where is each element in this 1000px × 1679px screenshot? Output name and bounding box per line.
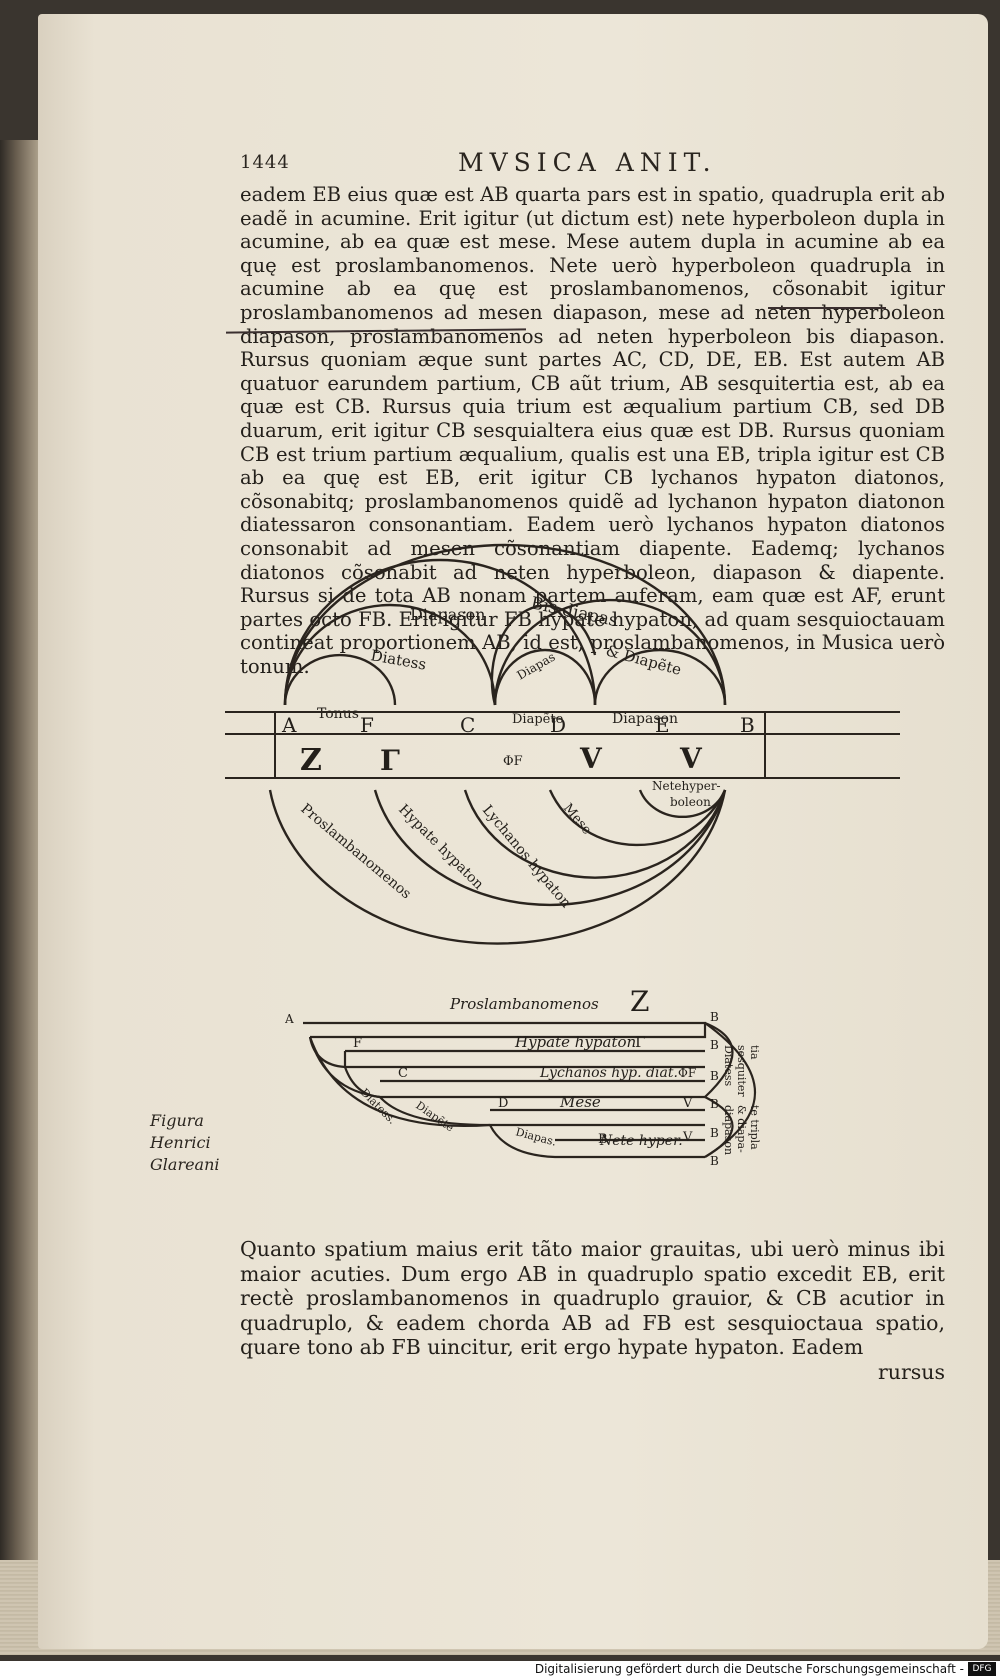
fig2-letter-A: A (285, 1012, 294, 1026)
letter-D: D (550, 713, 566, 737)
page-header: 1444 MVSICA ANIT. (240, 148, 940, 178)
note-gamma: Γ (380, 744, 400, 777)
arc-label-diapente-small: Diapẽte (512, 712, 564, 727)
fig2-letter-D: D (498, 1096, 508, 1111)
arc-label-diapason-small: Diapason (612, 711, 678, 727)
paragraph-2-text: Quanto spatium maius erit tãto maior gra… (240, 1237, 945, 1359)
letter-E: E (655, 713, 670, 737)
arc-diapente-upper (493, 598, 727, 706)
arc-nete (638, 789, 727, 819)
strip-note-gamma: Γ (635, 1033, 645, 1051)
strip-note-phiF: ΦF (678, 1066, 696, 1080)
label-lychanos-hypaton: Lychanos hypaton (479, 802, 574, 911)
letter-B: B (740, 713, 755, 737)
letter-A: A (281, 713, 297, 737)
marginal-note: Figura Henrici Glareani (150, 1111, 220, 1174)
arc-diapas-inner (490, 604, 597, 706)
letter-C: C (460, 713, 475, 737)
book-page (38, 14, 988, 1649)
arc-hypate (373, 789, 727, 907)
arc-label-diapas: Diapas (515, 650, 558, 683)
fig2-letter-F: F (353, 1036, 362, 1051)
label-boleon: boleon (670, 795, 711, 809)
strip-c-side (343, 1066, 381, 1099)
chord-lines (225, 711, 900, 779)
strip-note-v1: V (682, 1096, 693, 1111)
fig2-arc-diapente: Diapẽte (413, 1099, 456, 1135)
running-title: MVSICA ANIT. (458, 148, 717, 177)
fig2-right-B1: B (710, 1010, 719, 1024)
fig2-arc-sesquitertia: sesquiter (735, 1045, 748, 1097)
strip-a (303, 1021, 707, 1039)
fig2-letter-B-inner: B (598, 1132, 608, 1147)
label-netehyper: Netehyper- (652, 779, 721, 793)
paragraph-1-text: eadem EB eius quæ est AB quarta pars est… (240, 183, 945, 678)
note-phi-F: ΦF (503, 754, 523, 769)
arc-outer-right (704, 1022, 756, 1158)
page-number: 1444 (240, 152, 290, 173)
paragraph-lower: Quanto spatium maius erit tãto maior gra… (240, 1237, 945, 1384)
fig2-arc-diapason: diapason (722, 1105, 735, 1155)
pen-underline (768, 307, 886, 309)
figure-2-strips-diagram: Proslambanomenos Z A F C D B B B B B B (285, 985, 761, 1168)
letter-F: F (360, 713, 374, 737)
dfg-logo: DFG (968, 1662, 996, 1676)
fig2-arc-diapa: & diapa- (735, 1105, 748, 1153)
book-spine (0, 140, 42, 1620)
arc-bis-diapason (283, 543, 727, 706)
arc-diatessaron (283, 603, 497, 706)
paragraph-upper: eadem EB eius quæ est AB quarta pars est… (240, 183, 945, 678)
footer-bar (0, 1661, 1000, 1679)
label-proslambanomenos: Proslambanomenos (297, 801, 414, 902)
arc-diatess-right (704, 1021, 734, 1098)
arc-tonus (283, 653, 397, 706)
fig2-right-B5: B (710, 1126, 719, 1140)
strip-d-outline (308, 1036, 705, 1127)
arc-diapason-small (593, 648, 727, 706)
fig2-letter-C: C (398, 1066, 408, 1081)
arc-label-tonus: Tonus (317, 706, 359, 722)
arc-lychanos (463, 789, 727, 879)
arc-mese (548, 789, 727, 847)
strip-label-hypate: Hypate hypaton (514, 1033, 636, 1051)
fig2-right-B3: B (710, 1069, 719, 1083)
arc-diapason (283, 558, 597, 706)
upper-arcs (283, 543, 727, 706)
strip-d-side (379, 1096, 491, 1127)
fig2-arc-tia: tia (748, 1045, 761, 1060)
note-v1: Ⅴ (579, 742, 603, 775)
fig2-strips (303, 1021, 756, 1159)
arc-proslambanomenos (268, 789, 727, 945)
lower-arcs (268, 789, 727, 945)
footer-credit: Digitalisierung gefördert durch die Deut… (534, 1662, 964, 1676)
fig2-right-B6: B (710, 1154, 719, 1168)
fig2-right-B2: B (710, 1038, 719, 1052)
fig2-right-B4: B (710, 1097, 719, 1111)
fig2-arc-tripla: te tripla (748, 1105, 761, 1150)
strip-label-nete: Nete hyper. (599, 1133, 683, 1149)
note-Z: Z (300, 743, 322, 778)
arc-label-diapente: & Diapẽte (604, 641, 683, 678)
note-v2: Ⅴ (679, 742, 703, 775)
strip-note-v2: V (682, 1130, 693, 1145)
strip-label-lychanos: Lychanos hyp. diat. (539, 1065, 678, 1081)
catchword: rursus (877, 1359, 945, 1384)
fig2-title-note: Z (630, 985, 649, 1018)
fig2-arc-diatess-right: Diatess (722, 1045, 735, 1086)
strip-e-outline (489, 1124, 705, 1159)
strip-label-mese: Mese (559, 1093, 601, 1111)
figure-1-arcs-diagram: Diapason Bis diapas Diatess & Diapẽte Di… (225, 543, 900, 945)
arc-diapente (493, 648, 597, 706)
arc-label-diapason: Diapason (410, 605, 485, 624)
fig2-arc-diapas: Diapas. (514, 1125, 558, 1148)
fig2-title: Proslambanomenos (449, 995, 599, 1013)
